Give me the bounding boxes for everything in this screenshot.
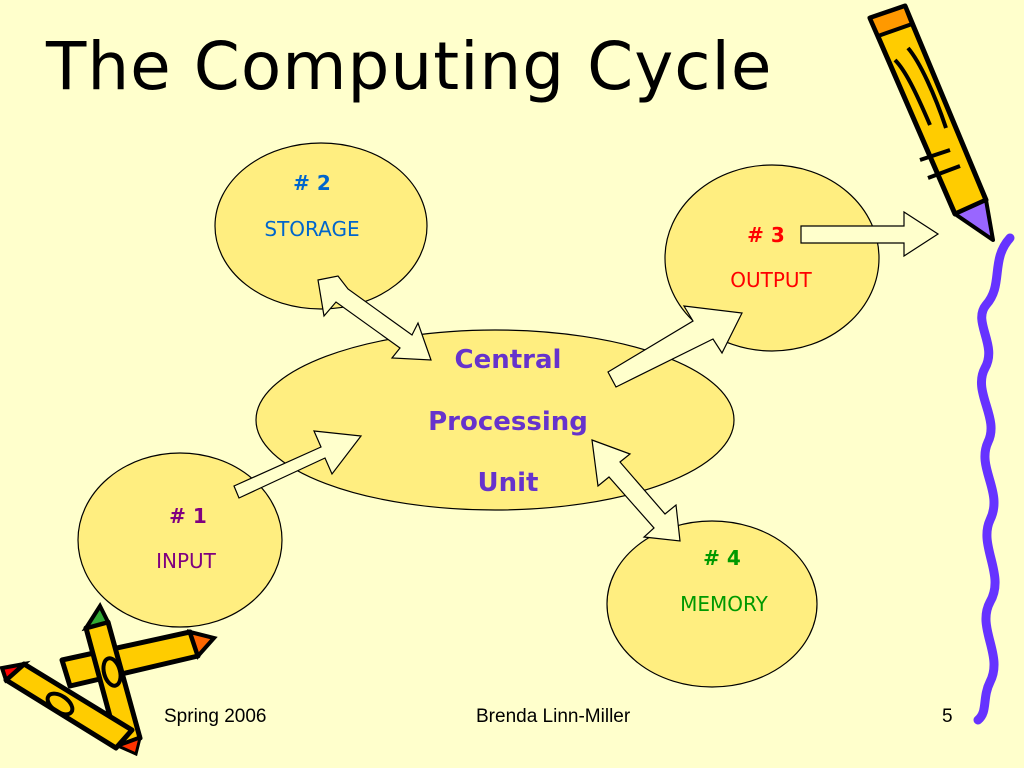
memory-node: [606, 520, 818, 688]
storage-node: [214, 142, 428, 310]
input-number: # 1: [169, 504, 207, 528]
footer-date: Spring 2006: [164, 706, 267, 727]
input-node: [77, 452, 283, 628]
storage-number: # 2: [293, 171, 331, 195]
squiggle-line-icon: [973, 233, 1015, 725]
cpu-line-3: Unit: [478, 468, 539, 498]
pencil-icon: [867, 3, 995, 242]
cpu-memory-double-arrow: [591, 439, 681, 542]
memory-number: # 4: [703, 546, 741, 570]
storage-cpu-double-arrow: [317, 275, 432, 361]
output-node: [664, 164, 880, 352]
input-label: INPUT: [156, 549, 217, 573]
crayon-icon: [0, 601, 218, 757]
output-label: OUTPUT: [730, 268, 812, 292]
input-to-cpu-arrow: [233, 430, 363, 499]
cpu-line-1: Central: [455, 345, 562, 375]
output-number: # 3: [747, 223, 785, 247]
output-external-arrow: [800, 210, 940, 258]
slide-number: 5: [942, 706, 953, 727]
cpu-to-output-arrow: [607, 305, 743, 388]
cpu-line-2: Processing: [428, 407, 588, 437]
footer-author: Brenda Linn-Miller: [476, 706, 631, 727]
memory-label: MEMORY: [680, 592, 769, 616]
slide-title: The Computing Cycle: [46, 28, 773, 105]
storage-label: STORAGE: [264, 217, 359, 241]
